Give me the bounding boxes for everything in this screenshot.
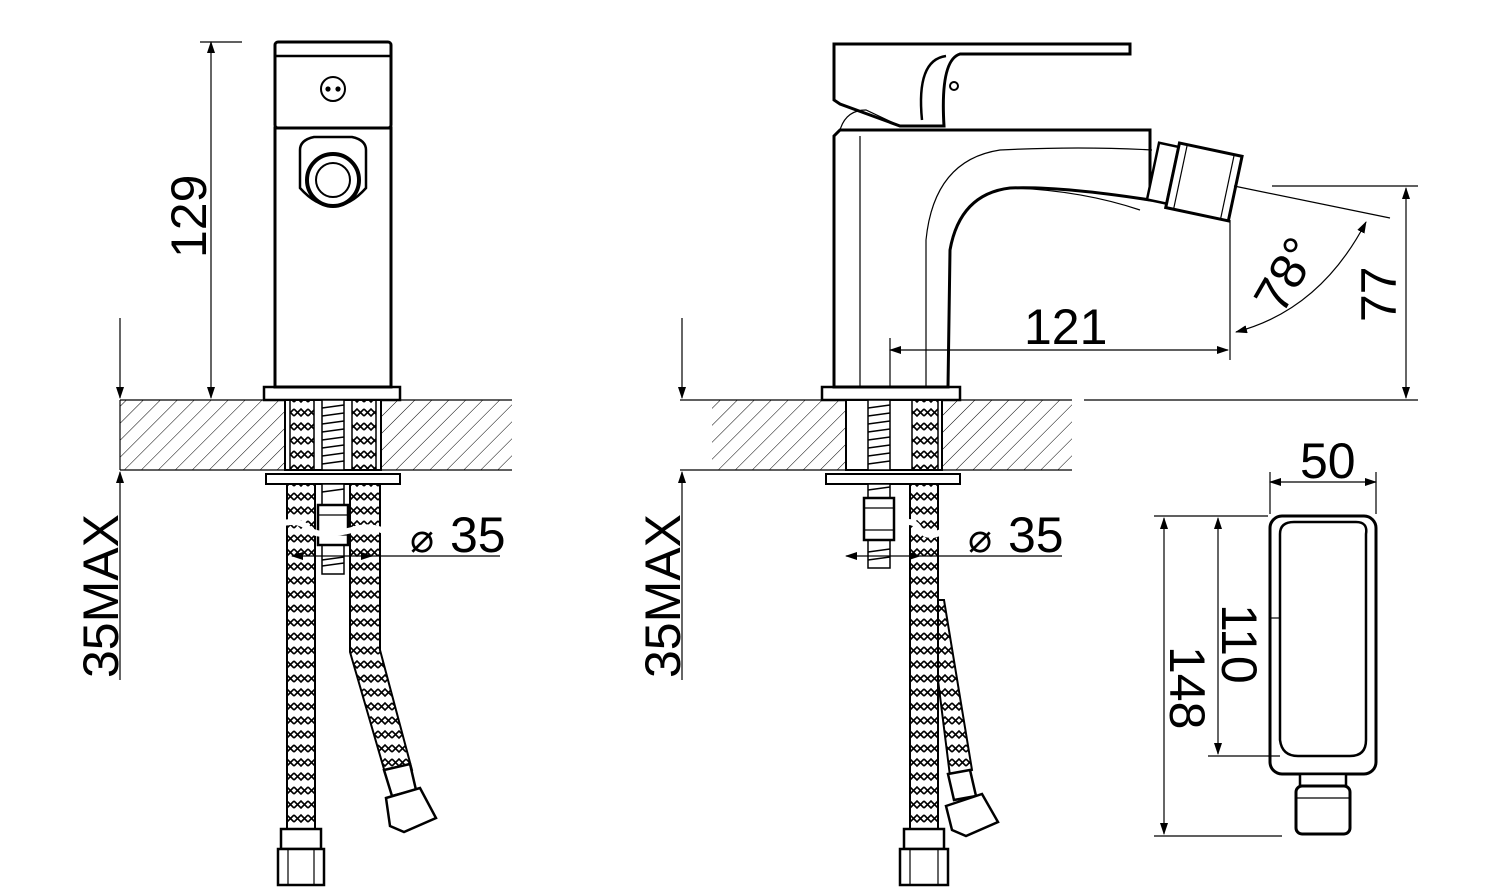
top-handle	[1278, 520, 1368, 758]
top-view: 50 110 148	[1154, 433, 1378, 837]
front-view: 129 35MAX ⌀ 35	[73, 40, 512, 887]
side-spout-height-dimension: 77	[1351, 266, 1407, 322]
side-handle	[832, 42, 1132, 128]
side-spray-angle-dimension: 78°	[1243, 228, 1329, 321]
side-reach-dimension: 121	[1024, 299, 1107, 355]
top-body-length-dimension: 110	[1211, 604, 1267, 684]
side-base-plate	[820, 385, 962, 402]
top-total-length-dimension: 148	[1159, 646, 1215, 729]
front-hole-diameter-dimension: 35	[450, 507, 506, 563]
front-hole-diameter-symbol: ⌀	[410, 517, 434, 561]
side-spray-head	[1145, 141, 1244, 223]
side-hole-diameter-dimension: 35	[1008, 507, 1064, 563]
side-hose-bent	[937, 599, 974, 778]
side-lock-nut	[862, 496, 896, 542]
top-spray-head	[1294, 784, 1352, 836]
front-lock-nut	[316, 503, 350, 547]
front-base-plate	[262, 385, 402, 402]
side-hose-straight	[909, 483, 939, 830]
side-deck-max-dimension: 35MAX	[635, 514, 691, 678]
side-hole-diameter-symbol: ⌀	[968, 517, 992, 561]
front-deck-max-dimension: 35MAX	[73, 514, 129, 678]
front-handle-indicator-icon	[320, 76, 346, 102]
front-height-dimension: 129	[161, 175, 217, 258]
top-width-dimension: 50	[1300, 433, 1356, 489]
side-view: 78° 35MAX ⌀ 35 121	[635, 42, 1418, 887]
front-hose-left	[286, 483, 316, 830]
